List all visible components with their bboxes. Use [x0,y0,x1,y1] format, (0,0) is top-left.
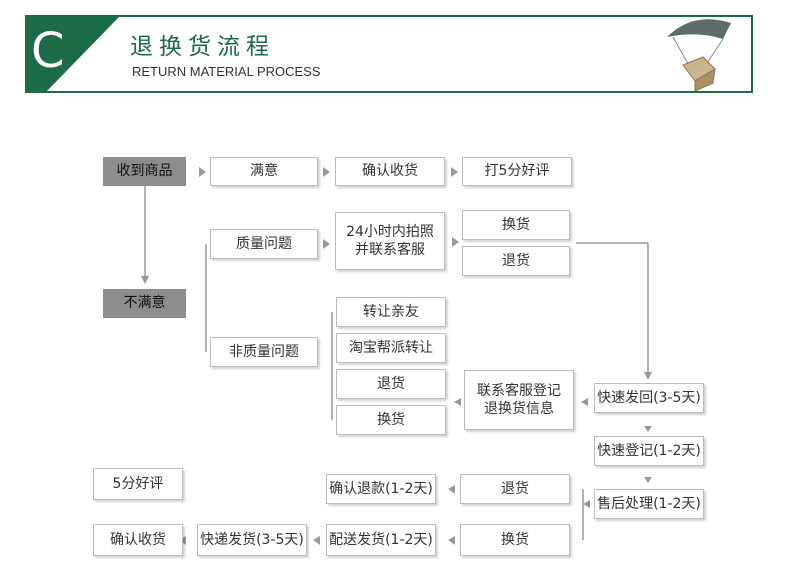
quality-issue-step: 质量问题 [210,229,318,259]
page-subtitle: RETURN MATERIAL PROCESS [132,64,321,79]
five-star-final-step: 5分好评 [93,468,183,500]
logo-letter: C [31,23,65,79]
express-step: 快递发货(3-5天) [197,524,307,556]
unsatisfied-step: 不满意 [103,289,186,318]
return-step-quality: 退货 [462,246,570,276]
header-banner: C 退换货流程 RETURN MATERIAL PROCESS [25,15,753,93]
page-title: 退换货流程 [130,34,275,60]
delivery-step: 配送发货(1-2天) [326,524,436,556]
register-info-step: 联系客服登记 退换货信息 [464,370,574,430]
exchange-step-non-quality: 换货 [336,405,446,435]
photo-contact-step: 24小时内拍照 并联系客服 [335,212,445,270]
transfer-friends-step: 转让亲友 [336,297,446,327]
confirm-receipt-final-step: 确认收货 [93,524,183,556]
confirm-refund-step: 确认退款(1-2天) [326,474,436,504]
taobao-transfer-step: 淘宝帮派转让 [336,333,446,363]
fast-register-step: 快速登记(1-2天) [594,436,704,466]
received-goods-step: 收到商品 [103,157,186,186]
after-sales-step: 售后处理(1-2天) [594,489,704,519]
five-star-review-step: 打5分好评 [462,157,572,186]
non-quality-issue-step: 非质量问题 [210,337,318,367]
confirm-receipt-step: 确认收货 [335,157,445,186]
exchange-step-quality: 换货 [462,210,570,240]
return-step-non-quality: 退货 [336,369,446,399]
fast-ship-back-step: 快速发回(3-5天) [594,383,704,413]
return-step-final: 退货 [460,474,570,504]
logo-badge: C [27,17,120,91]
parachute-box-icon [667,19,731,91]
satisfied-step: 满意 [210,157,318,186]
exchange-step-final: 换货 [460,524,570,556]
